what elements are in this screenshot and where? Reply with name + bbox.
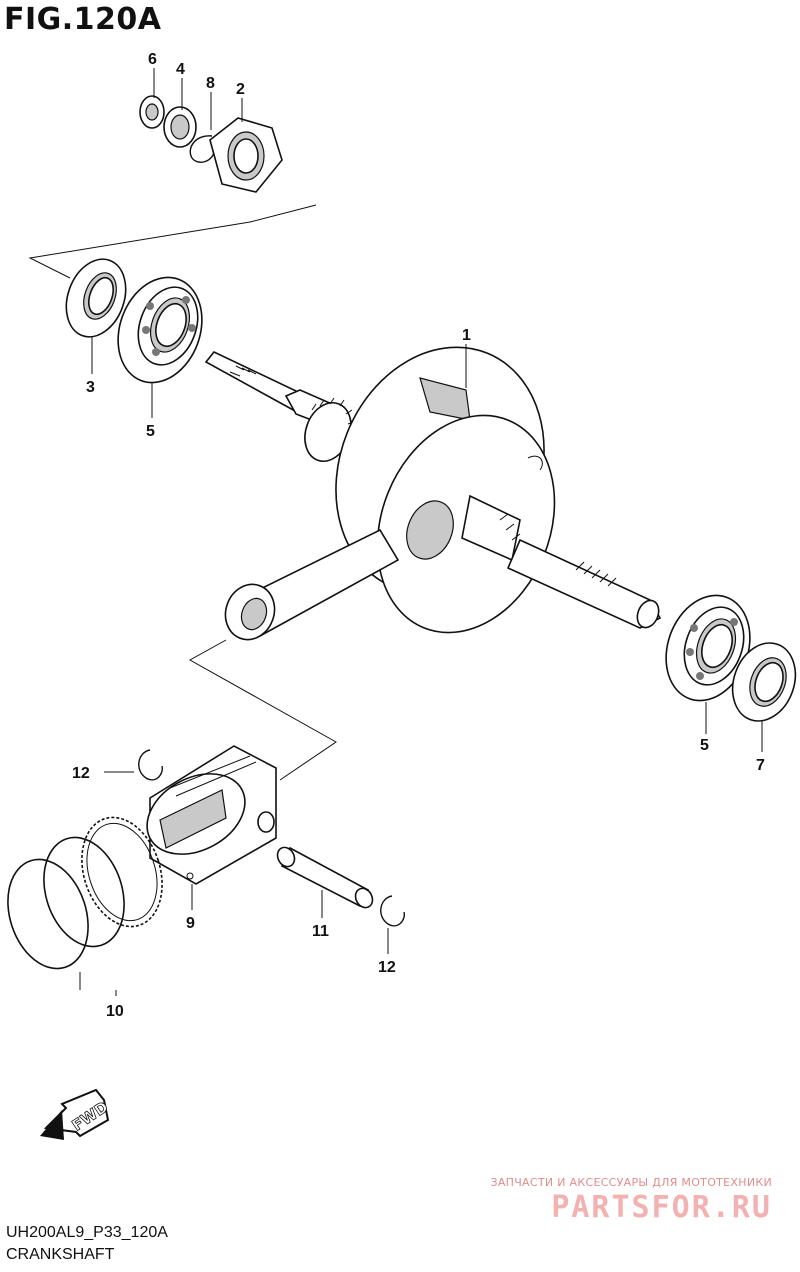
callout-12-upper[interactable]: 12 <box>72 765 90 782</box>
watermark-subtitle: ЗАПЧАСТИ И АКСЕССУАРЫ ДЛЯ МОТОТЕХНИКИ <box>490 1176 772 1189</box>
watermark-brand: PARTSFOR.RU <box>551 1190 772 1225</box>
callout-9[interactable]: 9 <box>186 915 195 932</box>
callout-12-lower[interactable]: 12 <box>378 959 396 976</box>
callout-2[interactable]: 2 <box>236 81 245 98</box>
oil-seal-3[interactable] <box>56 251 136 345</box>
callout-8[interactable]: 8 <box>206 75 215 92</box>
oil-seal-6[interactable] <box>139 95 165 129</box>
callout-6[interactable]: 6 <box>148 51 157 68</box>
callout-7[interactable]: 7 <box>756 757 765 774</box>
circlip-12-lower[interactable] <box>380 895 405 927</box>
bearing-4[interactable] <box>163 106 197 148</box>
callout-5-left[interactable]: 5 <box>146 423 155 440</box>
bearing-5-left[interactable] <box>104 266 216 395</box>
callout-10[interactable]: 10 <box>106 1003 124 1020</box>
callout-3[interactable]: 3 <box>86 379 95 396</box>
piston-9[interactable] <box>133 745 277 885</box>
oil-seal-7[interactable] <box>722 634 800 730</box>
figure-code: UH200AL9_P33_120A <box>6 1224 168 1241</box>
bearing-5-right[interactable] <box>652 584 764 713</box>
figure-name: CRANKSHAFT <box>6 1246 115 1263</box>
piston-ring-set-10[interactable] <box>0 807 175 979</box>
callout-1[interactable]: 1 <box>462 327 471 344</box>
fwd-arrow-icon: FWD <box>40 1088 112 1140</box>
callout-11[interactable]: 11 <box>312 923 329 940</box>
callout-5-right[interactable]: 5 <box>700 737 709 754</box>
crankshaft-assembly-1[interactable] <box>204 316 663 660</box>
circlip-12-upper[interactable] <box>138 749 163 781</box>
nut-2[interactable] <box>209 117 283 193</box>
callout-4[interactable]: 4 <box>176 61 185 78</box>
piston-pin-11[interactable] <box>274 844 376 910</box>
figure-title: FIG.120A <box>4 2 162 37</box>
circlip-8[interactable] <box>189 135 215 163</box>
